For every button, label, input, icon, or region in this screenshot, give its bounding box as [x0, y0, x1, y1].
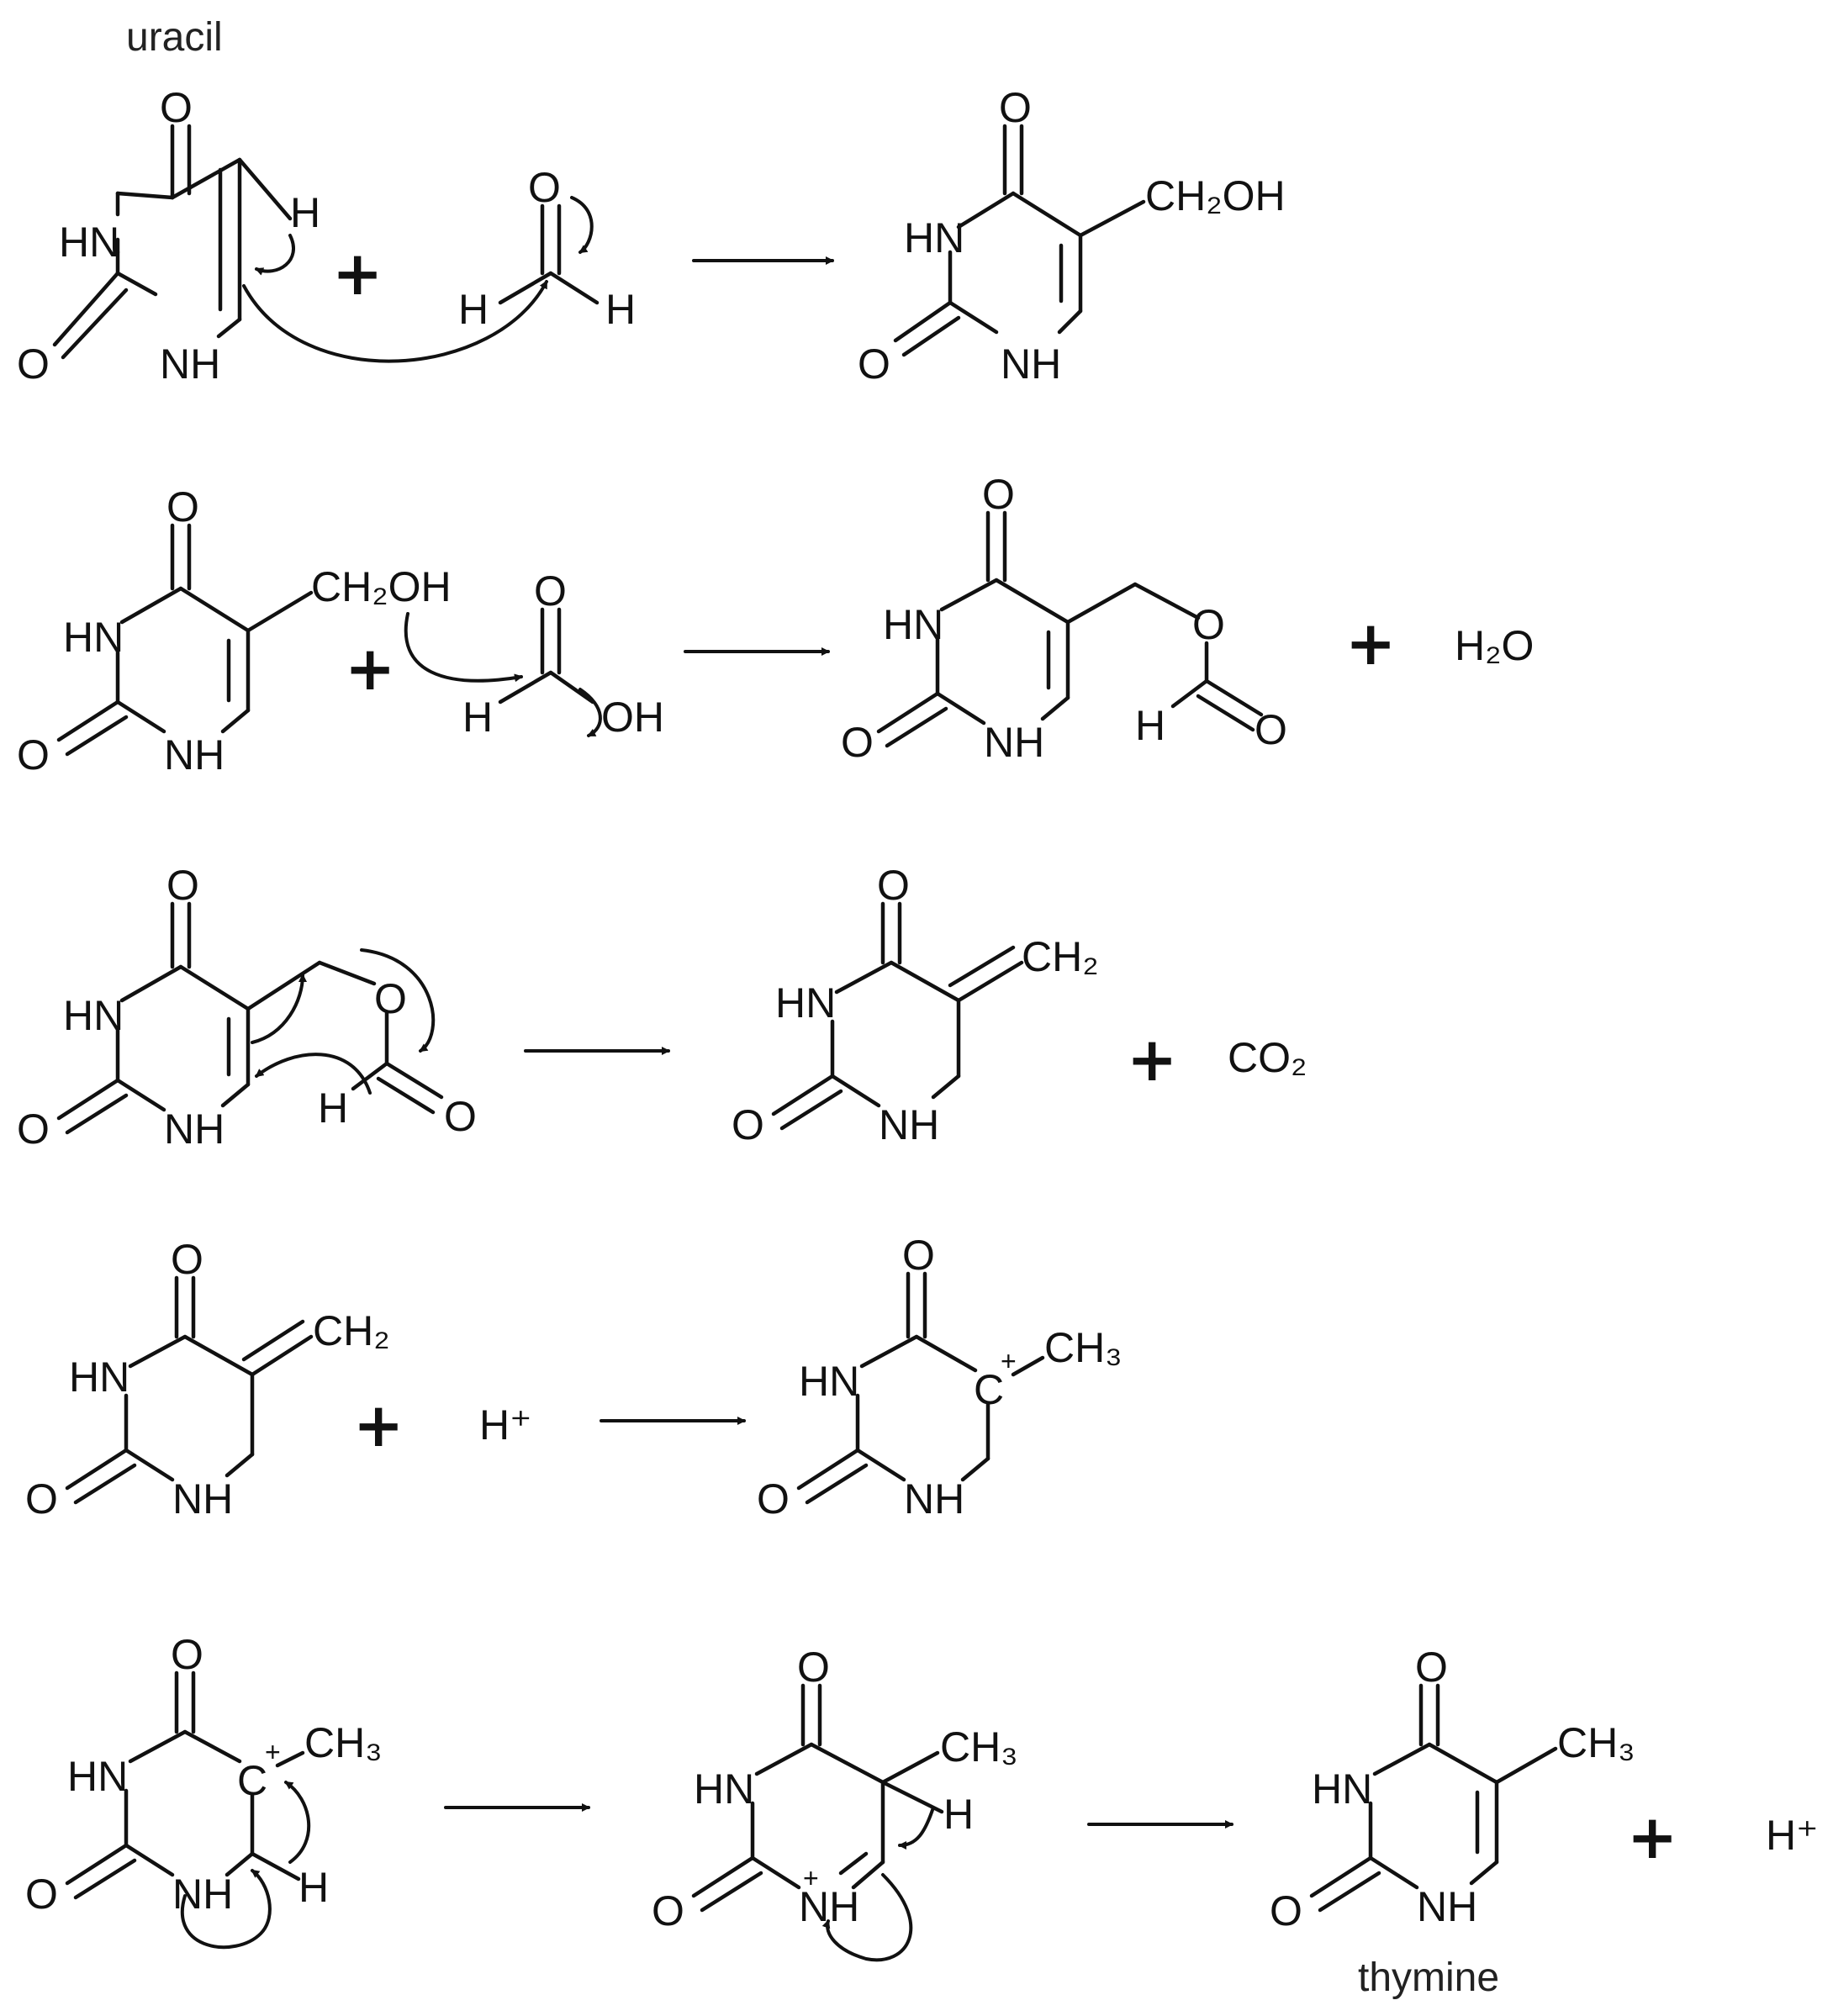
iminium-intermediate: O HN NH + O CH₃ H: [652, 1644, 1018, 1934]
atom-o: O: [982, 471, 1015, 518]
group-ch2: CH₂: [1022, 933, 1099, 980]
formyloxymethyluracil-product: O HN NH O O H O: [841, 471, 1287, 766]
thymine-label: thymine: [1358, 1955, 1499, 2000]
proton-formula: H⁺: [1766, 1812, 1819, 1859]
proton-formula: H⁺: [479, 1401, 532, 1449]
atom-o: O: [732, 1101, 764, 1148]
atom-o: O: [160, 84, 193, 131]
atom-nh: NH: [1417, 1883, 1477, 1930]
atom-hn: HN: [1312, 1765, 1372, 1813]
plus-sign: +: [1127, 1024, 1177, 1095]
atom-o: O: [877, 862, 910, 909]
atom-hn: HN: [59, 219, 119, 266]
plus-sign: +: [1345, 608, 1396, 678]
atom-c: C: [237, 1757, 267, 1804]
atom-o: O: [652, 1887, 684, 1934]
atom-oh: OH: [601, 694, 664, 741]
formaldehyde-molecule: O H H: [458, 164, 636, 333]
atom-nh: NH: [160, 340, 220, 388]
atom-o: O: [17, 340, 50, 388]
atom-o: O: [797, 1644, 830, 1691]
group-ch3: CH₃: [1557, 1719, 1635, 1766]
methylene-reactant: O HN NH O CH₂: [25, 1236, 390, 1523]
plus-sign: +: [332, 238, 383, 309]
atom-o: O: [1192, 601, 1225, 648]
atom-nh: NH: [879, 1101, 939, 1148]
thymine-molecule: O HN NH O CH₃: [1270, 1644, 1635, 1934]
atom-hn: HN: [694, 1765, 754, 1813]
atom-h: H: [458, 286, 489, 333]
formyloxymethyluracil-reactant: O HN NH O O H O: [17, 862, 477, 1153]
atom-hn: HN: [69, 1354, 129, 1401]
atom-o: O: [534, 567, 567, 615]
atom-hn: HN: [775, 979, 836, 1026]
atom-o: O: [1270, 1887, 1302, 1934]
atom-nh: NH: [172, 1475, 233, 1523]
atom-nh: NH: [984, 719, 1044, 766]
atom-nh: NH: [164, 731, 225, 778]
methylene-intermediate: O HN NH O CH₂: [732, 862, 1099, 1148]
carbocation-intermediate: O HN NH O C + CH₃: [757, 1232, 1123, 1523]
atom-h: H: [298, 1864, 329, 1911]
atom-o: O: [171, 1236, 203, 1283]
atom-hn: HN: [799, 1358, 859, 1405]
atom-h: H: [290, 189, 320, 236]
water-formula: H₂O: [1455, 622, 1534, 669]
formic-acid-molecule: O H OH: [462, 567, 664, 741]
atom-nh: NH: [1001, 340, 1061, 388]
group-ch3: CH₃: [304, 1719, 383, 1766]
atom-o: O: [17, 1106, 50, 1153]
atom-o: O: [166, 483, 199, 530]
atom-h: H: [1135, 702, 1165, 749]
uracil-molecule: O HN NH O H: [17, 84, 320, 388]
atom-o: O: [166, 862, 199, 909]
group-ch2oh: CH₂OH: [311, 563, 452, 610]
hydroxymethyluracil-product: O HN NH O CH₂OH: [858, 84, 1286, 388]
carbocation-reactant: O HN NH O C + CH₃ H: [25, 1631, 383, 1918]
uracil-label: uracil: [126, 15, 223, 60]
atom-o: O: [1415, 1644, 1448, 1691]
atom-nh: NH: [164, 1106, 225, 1153]
group-ch2: CH₂: [313, 1307, 390, 1354]
group-ch3: CH₃: [1044, 1324, 1123, 1371]
positive-charge: +: [1001, 1346, 1017, 1376]
atom-o: O: [757, 1475, 790, 1523]
atom-o: O: [17, 731, 50, 778]
atom-nh: NH: [904, 1475, 964, 1523]
atom-o: O: [25, 1871, 58, 1918]
plus-sign: +: [345, 633, 395, 704]
positive-charge: +: [265, 1737, 281, 1767]
positive-charge: +: [803, 1863, 819, 1893]
atom-o: O: [444, 1093, 477, 1140]
atom-hn: HN: [67, 1753, 128, 1800]
carbon-dioxide-formula: CO₂: [1228, 1034, 1307, 1081]
group-ch3: CH₃: [940, 1723, 1018, 1771]
atom-o: O: [25, 1475, 58, 1523]
atom-h: H: [605, 286, 636, 333]
group-ch2oh: CH₂OH: [1145, 172, 1286, 219]
atom-o: O: [858, 340, 890, 388]
atom-o: O: [999, 84, 1032, 131]
atom-o: O: [902, 1232, 935, 1279]
atom-h: H: [462, 694, 493, 741]
plus-sign: +: [353, 1390, 404, 1460]
atom-o: O: [374, 975, 407, 1022]
atom-o: O: [1255, 706, 1287, 753]
atom-hn: HN: [883, 601, 943, 648]
atom-o: O: [841, 719, 874, 766]
hydroxymethyluracil-reactant: O HN NH O CH₂OH: [17, 483, 452, 778]
atom-hn: HN: [63, 992, 124, 1039]
atom-c: C: [974, 1366, 1004, 1413]
plus-sign: +: [1627, 1802, 1677, 1872]
atom-hn: HN: [63, 614, 124, 661]
atom-h: H: [318, 1085, 348, 1132]
atom-hn: HN: [904, 214, 964, 261]
atom-o: O: [171, 1631, 203, 1678]
atom-h: H: [943, 1791, 974, 1838]
atom-o: O: [528, 164, 561, 211]
